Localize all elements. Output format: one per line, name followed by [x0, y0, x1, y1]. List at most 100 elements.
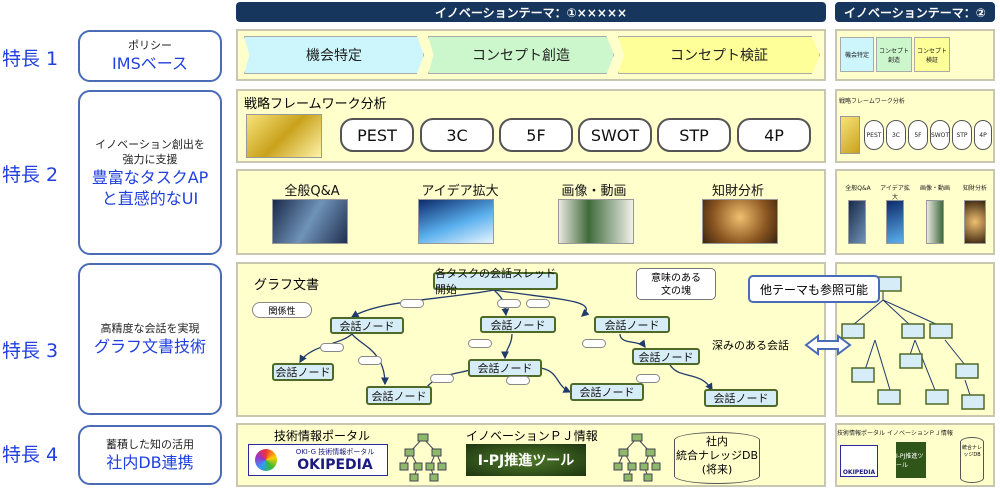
framework-small-5f[interactable]: 5F: [908, 120, 928, 150]
pj-title-small: イノベーションＰＪ情報: [887, 430, 953, 437]
relation-edge-label: [468, 339, 492, 348]
task-qa-label: 全般Q&A: [284, 184, 340, 199]
graph-node[interactable]: 会話ノード: [594, 316, 670, 333]
tree-graph-icon: [399, 433, 447, 482]
phase-opportunity: 機会特定: [244, 36, 424, 74]
graph-node[interactable]: 会話ノード: [468, 359, 542, 377]
relation-edge-label: [582, 339, 606, 348]
okipedia-logo[interactable]: OKI-G 技術情報ポータル OKIPEDIA: [248, 444, 388, 476]
pj-info-title: イノベーションＰＪ情報: [466, 429, 598, 443]
task-small-ip: 知財分析: [962, 185, 987, 192]
relation-edge-label: [400, 299, 424, 308]
framework-small-4p[interactable]: 4P: [974, 120, 992, 150]
relation-legend: 関係性: [252, 302, 312, 318]
framework-image-small: [840, 116, 860, 154]
task-small-idea: アイデア拡大: [880, 185, 910, 201]
framework-small-pest[interactable]: PEST: [864, 120, 884, 150]
framework-image: [246, 114, 322, 158]
feature-4-label: 特長 4: [2, 444, 59, 466]
okipedia-logo-small: OKIPEDIA: [840, 445, 878, 477]
task-small-qa: 全般Q&A: [845, 185, 871, 192]
framework-3c[interactable]: 3C: [420, 118, 494, 152]
theme-1-header: イノベーションテーマ：①×××××: [236, 2, 826, 22]
framework-small-3c[interactable]: 3C: [886, 120, 906, 150]
knowledge-db-small: 統合ナレッジDB: [960, 437, 984, 483]
feature-3-box: 高精度な会話を実現 グラフ文書技術: [78, 263, 222, 415]
graph-node[interactable]: 会話ノード: [570, 383, 644, 401]
feature-4-sub: 蓄積した知の活用: [106, 438, 194, 451]
portal-name: OKIPEDIA: [297, 457, 373, 473]
okipedia-emblem-icon: [255, 449, 277, 471]
feature-4-main: 社内DB連携: [106, 453, 194, 472]
db-line-1: 社内: [706, 435, 728, 448]
feature-2-main: 豊富なタスクAP と直感的なUI: [91, 167, 209, 208]
phase-small-2: コンセプト創造: [876, 37, 912, 72]
double-arrow-icon: [804, 334, 852, 356]
phase-concept-creation: コンセプト創造: [428, 36, 614, 74]
framework-small-swot[interactable]: SWOT: [930, 120, 950, 150]
deep-conversation-label: 深みのある会話: [712, 339, 789, 352]
framework-small-stp[interactable]: STP: [952, 120, 972, 150]
graph-node[interactable]: 会話ノード: [704, 389, 778, 407]
graph-node[interactable]: 会話ノード: [480, 316, 556, 333]
phase-small-3: コンセプト検証: [914, 37, 950, 72]
graph-node[interactable]: 会話ノード: [632, 348, 700, 365]
task-media-image[interactable]: [558, 199, 634, 244]
portal-subtitle: OKI-G 技術情報ポータル: [295, 448, 375, 456]
db-line-3: (将来): [701, 463, 733, 476]
knowledge-db-cylinder: 社内 統合ナレッジDB (将来): [674, 432, 760, 484]
feature-2-sub: イノベーション創出を 強力に支援: [95, 137, 205, 166]
relation-edge-label: [636, 374, 660, 383]
tree-graph-icon: [613, 433, 661, 482]
task-ip-image[interactable]: [702, 199, 778, 244]
task-small-qa-image: [848, 200, 866, 244]
task-idea-image[interactable]: [418, 199, 494, 244]
cross-theme-reference-callout: 他テーマも参照可能: [748, 275, 880, 303]
feature-1-main: IMSベース: [112, 54, 188, 73]
task-small-ip-image: [964, 200, 986, 244]
portal-title-small: 技術情報ポータル: [837, 430, 886, 437]
framework-4p[interactable]: 4P: [737, 118, 811, 152]
graph-node[interactable]: 会話ノード: [272, 363, 334, 381]
feature-3-sub: 高精度な会話を実現: [100, 322, 200, 335]
feature-2-label: 特長 2: [2, 164, 59, 186]
framework-5f[interactable]: 5F: [499, 118, 573, 152]
phase-small-1: 機会特定: [840, 37, 874, 72]
task-idea-label: アイデア拡大: [421, 184, 499, 199]
framework-title-small: 戦略フレームワーク分析: [839, 98, 905, 105]
ipj-tool-banner[interactable]: I-PJ推進ツール: [466, 444, 586, 476]
graph-node[interactable]: 会話ノード: [330, 317, 404, 334]
relation-edge-label: [526, 299, 550, 308]
feature-1-label: 特長 1: [2, 48, 59, 70]
ipj-tool-small: I-PJ推進ツール: [896, 442, 926, 478]
task-ip-label: 知財分析: [711, 184, 764, 199]
task-small-media: 画像・動画: [920, 185, 951, 192]
graph-root-node[interactable]: 各タスクの会話スレッド開始: [433, 267, 558, 296]
framework-pest[interactable]: PEST: [340, 118, 414, 152]
task-small-idea-image: [886, 200, 904, 244]
task-qa-image[interactable]: [272, 199, 348, 244]
db-line-2: 統合ナレッジDB: [675, 449, 759, 462]
framework-swot[interactable]: SWOT: [578, 118, 652, 152]
task-media-label: 画像・動画: [561, 184, 627, 199]
semantic-chunk-callout: 意味のある 文の塊: [636, 268, 716, 300]
feature-1-box: ポリシー IMSベース: [78, 30, 222, 82]
feature-4-box: 蓄積した知の活用 社内DB連携: [78, 425, 222, 485]
feature-1-sub: ポリシー: [128, 39, 172, 52]
graph-node[interactable]: 会話ノード: [366, 386, 432, 405]
relation-edge-label: [430, 374, 454, 383]
feature-3-main: グラフ文書技術: [93, 337, 206, 356]
relation-edge-label: [497, 299, 521, 308]
portal-title: 技術情報ポータル: [274, 429, 371, 443]
relation-edge-label: [358, 356, 382, 365]
framework-stp[interactable]: STP: [657, 118, 731, 152]
feature-2-box: イノベーション創出を 強力に支援 豊富なタスクAP と直感的なUI: [78, 90, 222, 255]
relation-edge-label: [506, 376, 530, 385]
feature-3-label: 特長 3: [2, 340, 59, 362]
theme-2-header: イノベーションテーマ：②: [835, 2, 995, 22]
phase-concept-validation: コンセプト検証: [618, 36, 820, 74]
relation-edge-label: [320, 343, 344, 352]
task-small-media-image: [926, 200, 944, 244]
framework-title: 戦略フレームワーク分析: [244, 97, 387, 112]
